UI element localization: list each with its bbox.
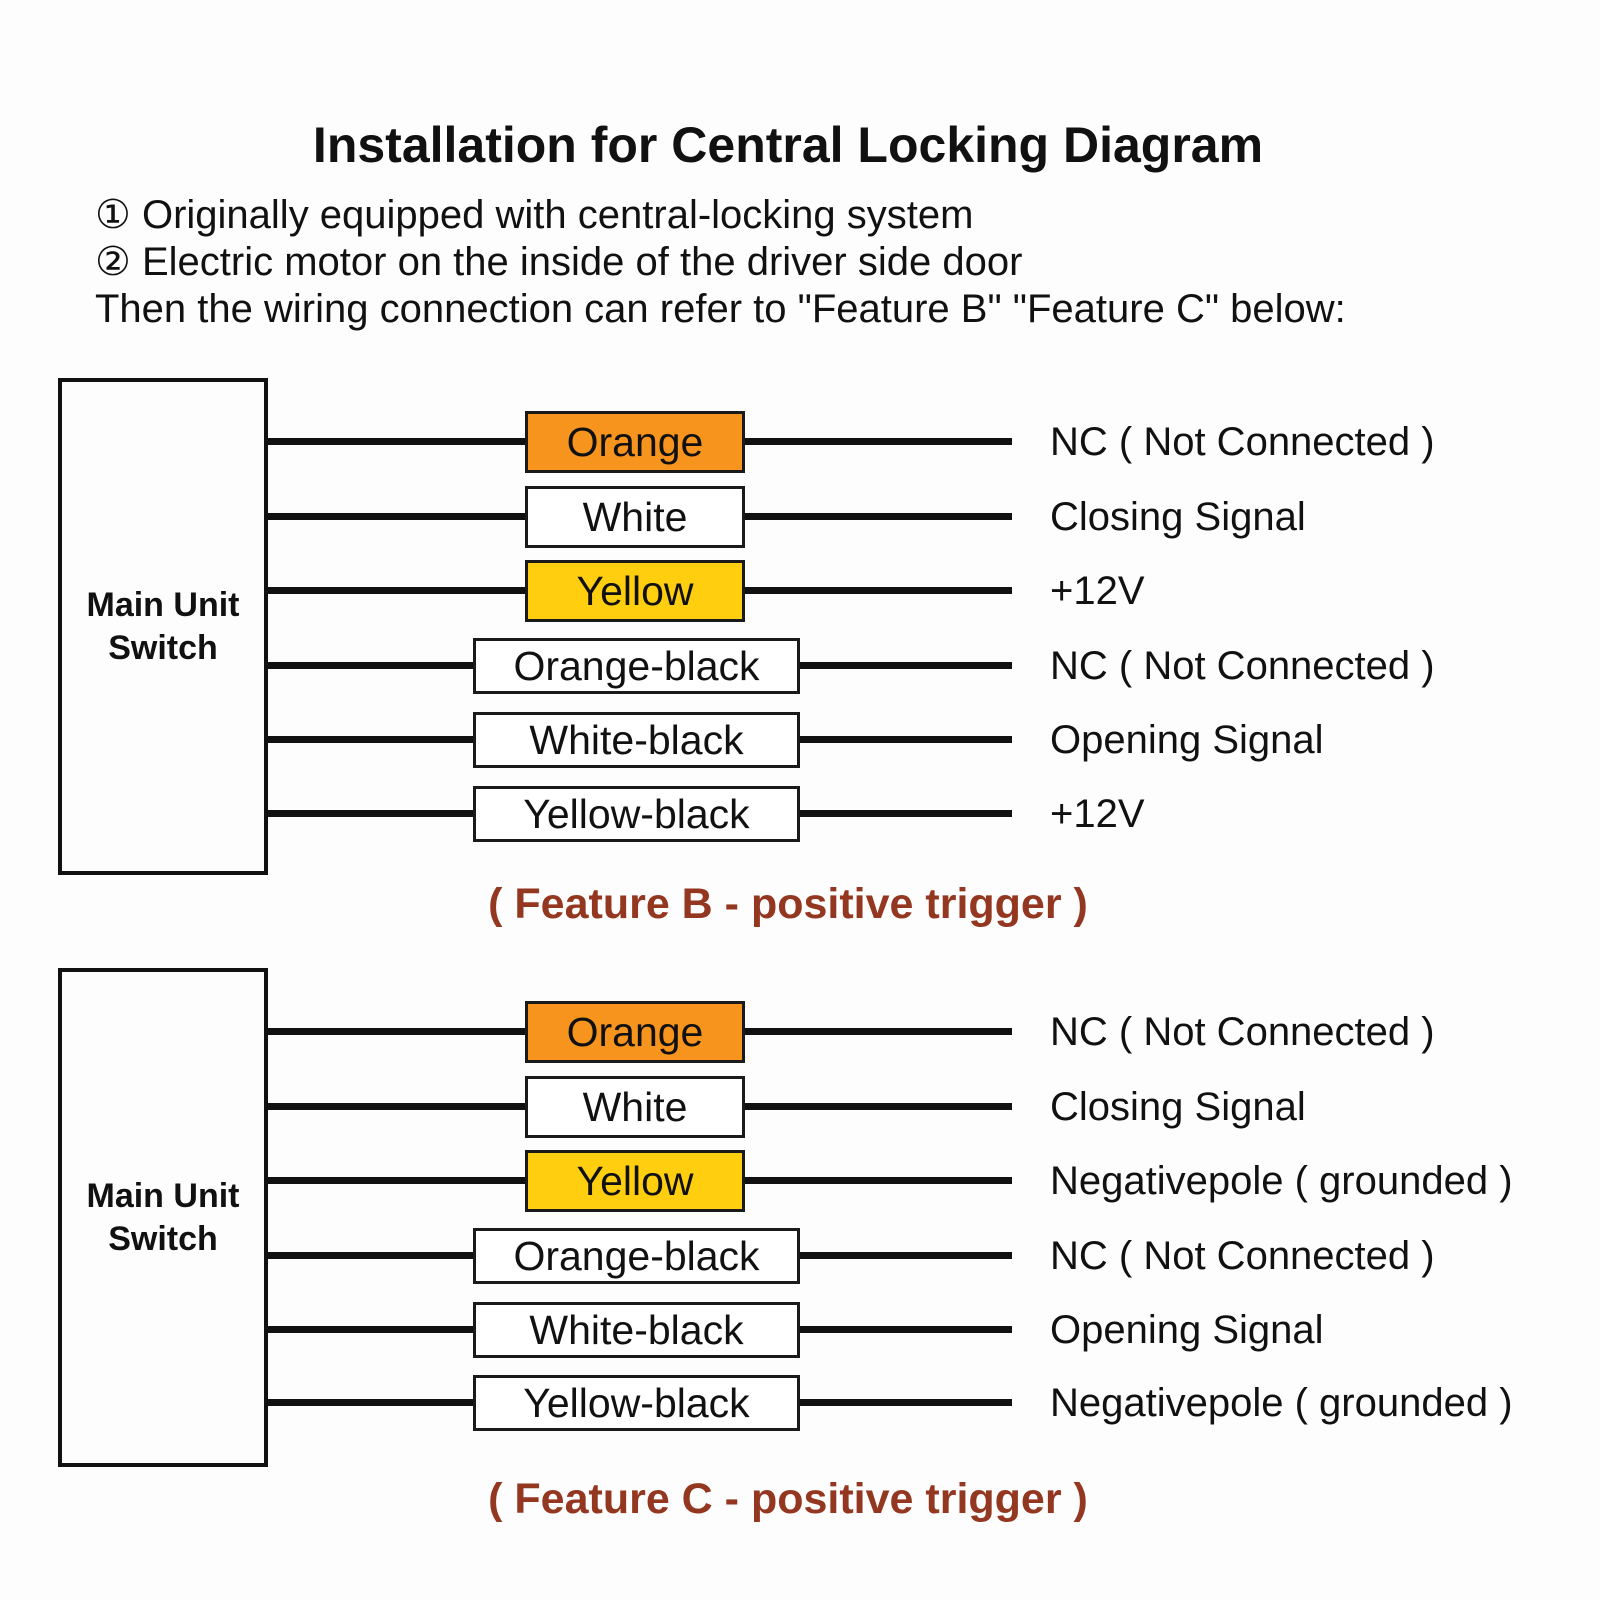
wire-color-box-orange-black: Orange-black — [473, 638, 800, 694]
wire-color-box-yellow: Yellow — [525, 560, 745, 622]
page-title: Installation for Central Locking Diagram — [312, 117, 1264, 173]
wire-color-box-yellow: Yellow — [525, 1150, 745, 1212]
wire-color-label: White — [582, 493, 688, 540]
wire-color-box-orange: Orange — [525, 1001, 745, 1063]
signal-label: +12V — [1050, 569, 1145, 613]
signal-label: Opening Signal — [1050, 718, 1324, 762]
main-unit-switch-label: Main Unit Switch — [86, 1176, 240, 1258]
intro-line-2: ② Electric motor on the inside of the dr… — [95, 240, 1023, 284]
signal-label: Closing Signal — [1050, 495, 1306, 539]
intro-line-3: Then the wiring connection can refer to … — [95, 287, 1346, 331]
feature-b-caption: ( Feature B - positive trigger ) — [488, 880, 1088, 928]
signal-label: NC ( Not Connected ) — [1050, 1234, 1435, 1278]
signal-label: Negativepole ( grounded ) — [1050, 1381, 1513, 1425]
wire-color-box-yellow-black: Yellow-black — [473, 1375, 800, 1431]
signal-label: Closing Signal — [1050, 1085, 1306, 1129]
wire-color-label: White-black — [529, 716, 744, 763]
signal-label: NC ( Not Connected ) — [1050, 644, 1435, 688]
wire-color-label: Yellow-black — [523, 790, 750, 837]
feature-c-caption: ( Feature C - positive trigger ) — [488, 1475, 1088, 1523]
main-unit-switch-label: Main Unit Switch — [86, 585, 240, 667]
intro-line-1: ① Originally equipped with central-locki… — [95, 193, 974, 237]
wire-color-box-white: White — [525, 1076, 745, 1138]
wire-color-label: Yellow — [576, 567, 694, 614]
signal-label: NC ( Not Connected ) — [1050, 1010, 1435, 1054]
wire-color-box-white: White — [525, 486, 745, 548]
wire-color-box-white-black: White-black — [473, 1302, 800, 1358]
wire-color-box-yellow-black: Yellow-black — [473, 786, 800, 842]
wire-color-label: Orange-black — [513, 1232, 760, 1279]
wire-color-label: Orange-black — [513, 642, 760, 689]
wire-color-box-orange-black: Orange-black — [473, 1228, 800, 1284]
wire-color-box-orange: Orange — [525, 411, 745, 473]
signal-label: +12V — [1050, 792, 1145, 836]
wire-color-label: Yellow-black — [523, 1379, 750, 1426]
wire-color-label: White — [582, 1083, 688, 1130]
signal-label: NC ( Not Connected ) — [1050, 420, 1435, 464]
main-unit-switch-box: Main Unit Switch — [58, 968, 268, 1467]
wire-color-label: Orange — [566, 1008, 704, 1055]
main-unit-switch-box: Main Unit Switch — [58, 378, 268, 875]
wire-color-label: Orange — [566, 418, 704, 465]
wire-color-label: Yellow — [576, 1157, 694, 1204]
wire-color-box-white-black: White-black — [473, 712, 800, 768]
wire-color-label: White-black — [529, 1306, 744, 1353]
signal-label: Negativepole ( grounded ) — [1050, 1159, 1513, 1203]
signal-label: Opening Signal — [1050, 1308, 1324, 1352]
intro-text: ① Originally equipped with central-locki… — [95, 192, 1555, 333]
